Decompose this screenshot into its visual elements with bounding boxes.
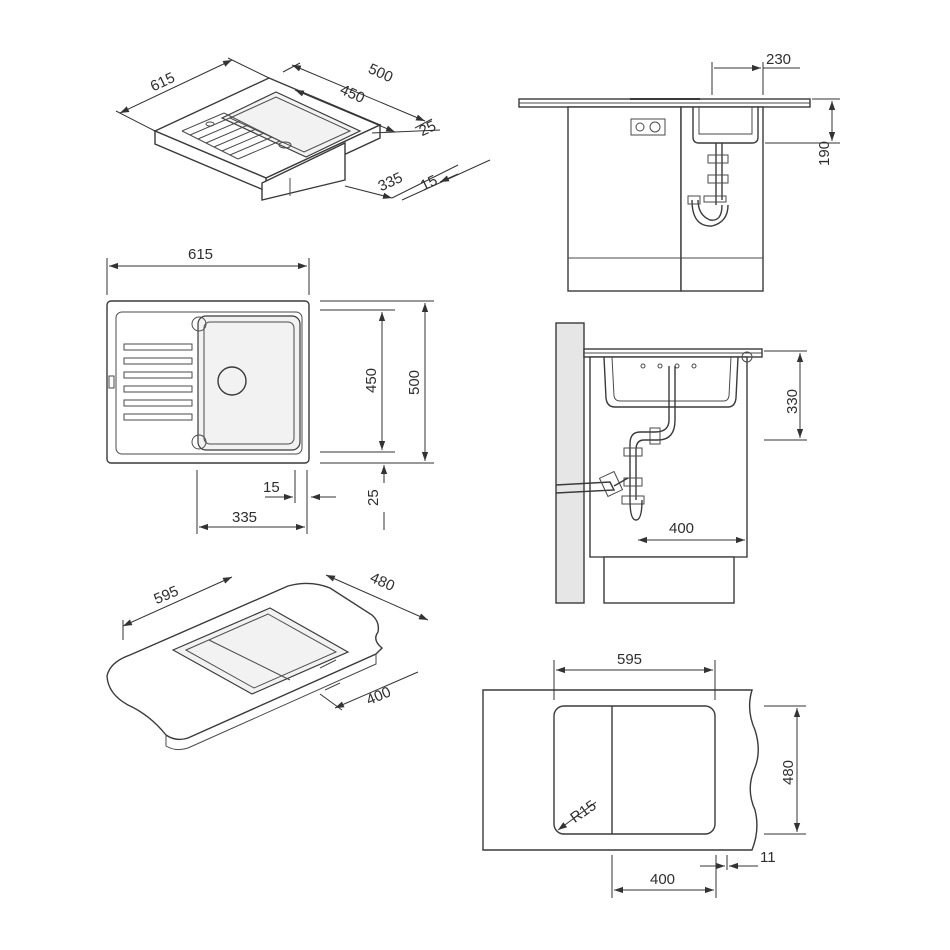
cutout-dim-11: 11 [760,849,776,866]
iso-dim-500: 500 [366,60,396,86]
plan-dim-25: 25 [365,489,382,506]
front-siphon [687,143,729,227]
front-elevation-view: 230 190 [518,51,840,292]
iso-cutout-dim-480: 480 [367,569,397,595]
iso-dim-335: 335 [376,169,406,195]
iso-cutout-dim-595: 595 [151,583,181,608]
side-sink-bowl [603,351,753,408]
side-dim-330: 330 [784,389,801,414]
plan-dim-500: 500 [406,370,423,395]
iso-dim-615: 615 [148,69,178,95]
iso-dim-450: 450 [337,81,367,107]
cutout-dim-595: 595 [617,651,642,668]
plan-dim-615: 615 [188,246,213,263]
cutout-dim-400: 400 [650,871,675,888]
side-elevation-view: 330 400 [555,322,807,604]
iso-cutout-view: 595 480 400 [106,569,429,751]
iso-countertop [106,582,384,751]
iso-dim-15: 15 [418,172,440,194]
plan-drainer-grooves [123,343,193,421]
plan-dim-15: 15 [263,479,280,496]
side-dim-400: 400 [669,520,694,537]
front-dim-230: 230 [766,51,791,68]
plan-dim-450: 450 [363,368,380,393]
iso-sink-view: 615 500 450 25 335 15 [115,57,491,201]
cutout-dimensions: 595 480 R15 400 11 [553,651,806,898]
plan-dimensions: 615 450 500 335 15 25 [106,246,434,534]
plan-view: 615 450 500 335 15 25 [106,246,434,534]
side-siphon [555,366,676,521]
front-appliance [567,106,682,292]
iso-dim-25: 25 [416,118,438,140]
cutout-dim-480: 480 [780,760,797,785]
front-dimensions: 230 190 [711,51,840,166]
front-sink-cabinet [630,98,764,292]
plan-sink [106,300,310,464]
plan-dim-335: 335 [232,509,257,526]
iso-cutout-dim-400: 400 [364,684,394,709]
front-dim-190: 190 [816,141,833,166]
cutout-plan-view: 595 480 R15 400 11 [482,651,806,898]
side-dimensions: 330 400 [638,350,807,544]
